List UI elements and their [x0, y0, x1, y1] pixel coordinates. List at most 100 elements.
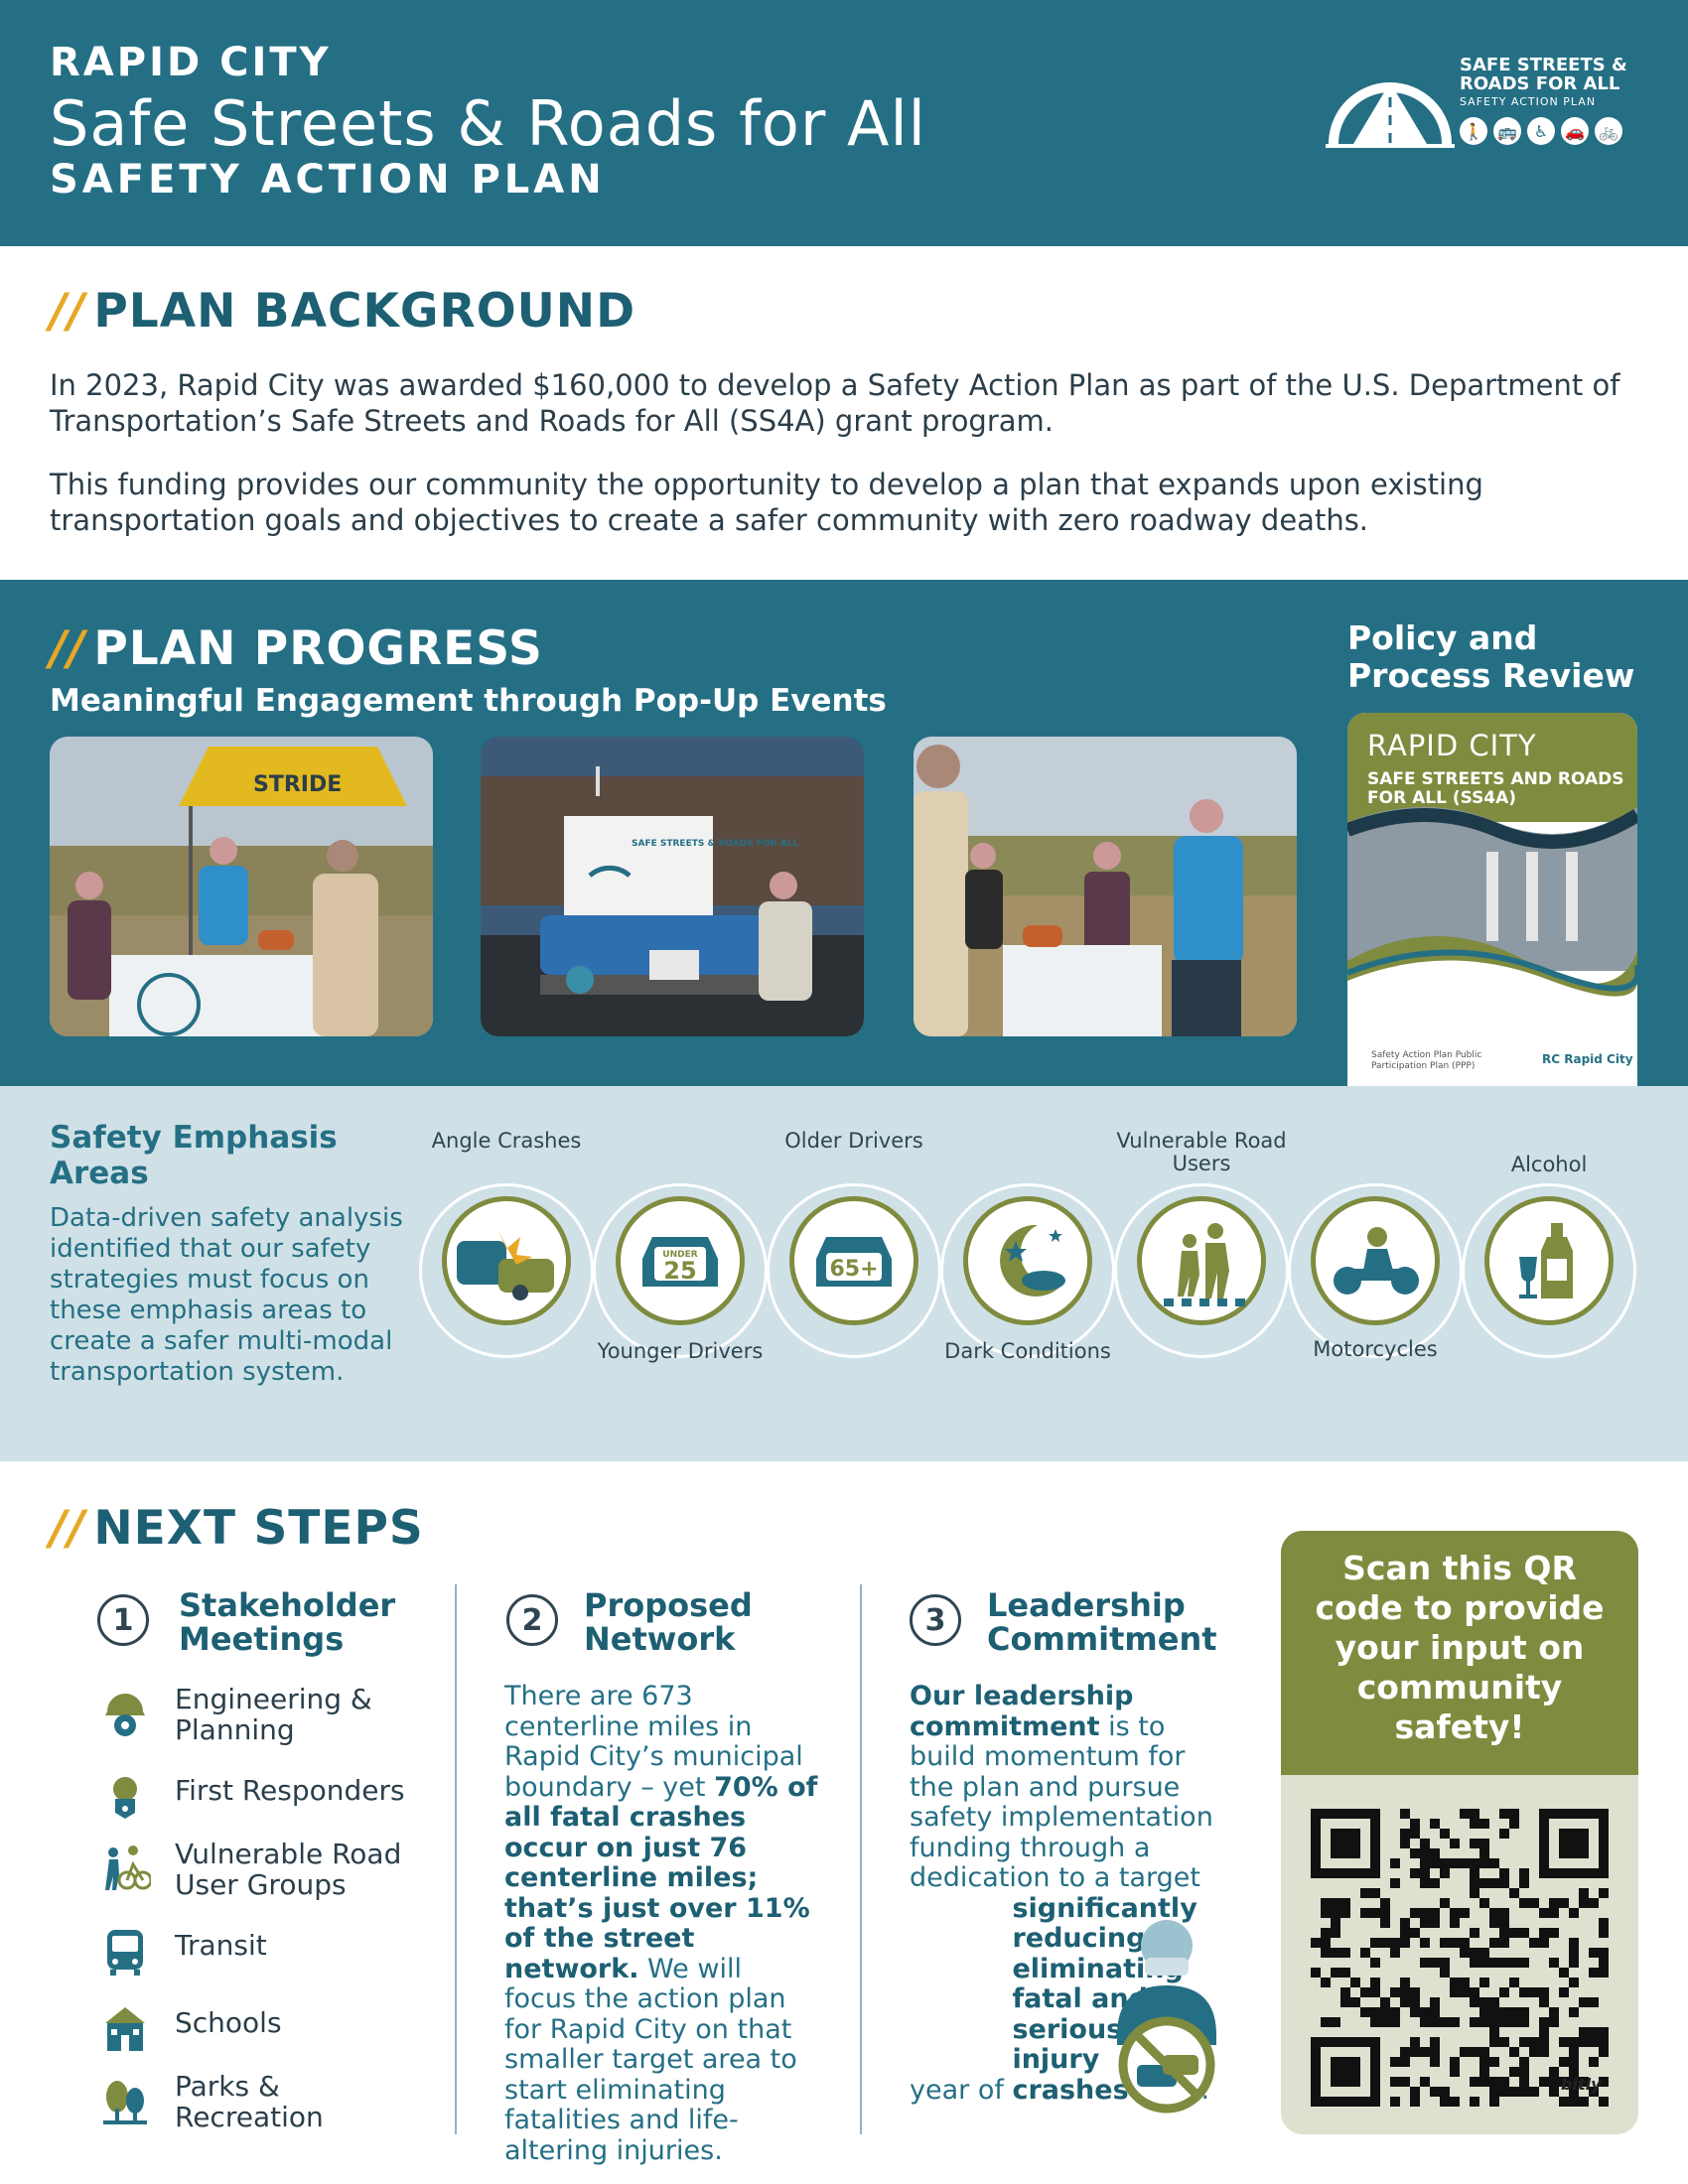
emphasis-arc: [419, 1183, 594, 1358]
qr-module: [1539, 1928, 1549, 1938]
qr-module: [1499, 1938, 1509, 1948]
qr-code[interactable]: [1311, 1809, 1609, 2107]
qr-module: [1400, 1829, 1410, 1839]
qr-module: [1529, 2037, 1539, 2047]
qr-module: [1499, 2077, 1509, 2087]
qr-module: [1569, 2047, 1579, 2057]
step-2-title: Proposed Network: [584, 1586, 753, 1658]
qr-module: [1440, 1868, 1450, 1878]
qr-module: [1509, 2067, 1519, 2077]
qr-module: [1331, 1928, 1340, 1938]
qr-module: [1479, 1819, 1489, 1829]
wheelchair-icon: ♿: [1527, 117, 1555, 145]
qr-module: [1519, 2007, 1529, 2017]
motorcycle-icon: [1311, 1196, 1440, 1325]
qr-module: [1420, 1848, 1430, 1858]
stakeholder-label: First Responders: [175, 1774, 405, 1807]
qr-module: [1420, 1918, 1430, 1928]
qr-module: [1450, 1987, 1460, 1997]
qr-module: [1549, 2017, 1559, 2027]
qr-module: [1410, 1829, 1420, 1839]
qr-module: [1479, 1958, 1489, 1968]
qr-module: [1400, 1987, 1410, 1997]
qr-module: [1489, 1958, 1499, 1968]
stakeholder-engineering: Engineering & Planning: [99, 1684, 427, 1753]
qr-module: [1390, 2017, 1400, 2027]
progress-heading: //PLAN PROGRESS: [50, 621, 543, 676]
qr-module: [1529, 2047, 1539, 2057]
emphasis-arc: [767, 1183, 941, 1358]
qr-module: [1509, 2047, 1519, 2057]
bicycle-icon: 🚲: [1595, 117, 1622, 145]
qr-module: [1440, 1898, 1450, 1908]
background-heading-text: PLAN BACKGROUND: [93, 284, 636, 339]
qr-module: [1569, 1958, 1579, 1968]
qr-module: [1470, 1809, 1479, 1819]
qr-module: [1370, 1978, 1380, 1987]
qr-module: [1430, 2087, 1440, 2097]
qr-module: [1539, 2027, 1549, 2037]
badge-icon: [113, 1777, 137, 1819]
qr-module: [1499, 1987, 1509, 1997]
network-text-part1: There are 673 centerline miles in Rapid …: [504, 1681, 803, 1803]
ss4a-logo: SAFE STREETS & ROADS FOR ALL SAFETY ACTI…: [1326, 50, 1643, 159]
qr-module: [1509, 2087, 1519, 2097]
qr-module: [1440, 1829, 1450, 1839]
qr-module: [1450, 1978, 1460, 1987]
qr-module: [1410, 2047, 1420, 2057]
logo-line2: ROADS FOR ALL: [1460, 73, 1620, 94]
qr-module: [1499, 1958, 1509, 1968]
qr-module: [1311, 1938, 1321, 1948]
qr-module: [1470, 1868, 1479, 1878]
qr-module: [1420, 1839, 1430, 1848]
qr-module: [1479, 1948, 1489, 1958]
qr-module: [1509, 1978, 1519, 1987]
qr-module: [1430, 2037, 1440, 2047]
qr-module: [1489, 1997, 1499, 2007]
qr-module: [1509, 2007, 1519, 2017]
qr-module: [1579, 1898, 1589, 1908]
qr-module: [1321, 1908, 1331, 1918]
qr-module: [1420, 1858, 1430, 1868]
qr-module: [1470, 2047, 1479, 2057]
ppp-document-cover: RAPID CITY SAFE STREETS AND ROADS FOR AL…: [1347, 713, 1637, 1086]
qr-module: [1589, 2087, 1599, 2097]
qr-module: [1380, 1908, 1390, 1918]
under-25-car-icon: UNDER 25: [616, 1196, 745, 1325]
trees-icon: [103, 2081, 147, 2124]
qr-module: [1430, 1819, 1440, 1829]
emphasis-arc: [1288, 1183, 1463, 1358]
qr-module: [1430, 2007, 1440, 2017]
qr-module: [1450, 1839, 1460, 1848]
qr-module: [1549, 1928, 1559, 1938]
qr-module: [1460, 1948, 1470, 1958]
policy-heading: Policy and Process Review: [1347, 618, 1635, 695]
qr-module: [1440, 1938, 1450, 1948]
slash-accent: //: [50, 284, 86, 339]
qr-module: [1390, 2077, 1400, 2087]
emphasis-arc: [940, 1183, 1115, 1358]
qr-module: [1370, 1958, 1380, 1968]
qr-module: [1569, 1978, 1579, 1987]
qr-module: [1400, 1997, 1410, 2007]
qr-module: [1549, 2067, 1559, 2077]
qr-module: [1470, 1888, 1479, 1898]
qr-module: [1569, 2077, 1579, 2087]
logo-line1: SAFE STREETS &: [1460, 55, 1627, 75]
qr-module: [1559, 1898, 1569, 1908]
qr-module: [1569, 2007, 1579, 2017]
qr-module: [1400, 1809, 1410, 1819]
qr-module: [1430, 1908, 1440, 1918]
qr-module: [1479, 1898, 1489, 1908]
popup-event-photo-3: [914, 737, 1297, 1036]
qr-module: [1569, 2067, 1579, 2077]
step-1-number: 1: [97, 1594, 149, 1646]
qr-module: [1470, 2017, 1479, 2027]
network-text-bold: 70% of all fatal crashes occur on just 7…: [504, 1771, 818, 1984]
qr-module: [1390, 2057, 1400, 2067]
emphasis-label-younger-drivers: Younger Drivers: [597, 1339, 764, 1363]
qr-module: [1489, 2017, 1499, 2027]
qr-module: [1430, 1997, 1440, 2007]
emphasis-heading: Safety Emphasis Areas: [50, 1120, 338, 1191]
qr-module: [1569, 2097, 1579, 2107]
